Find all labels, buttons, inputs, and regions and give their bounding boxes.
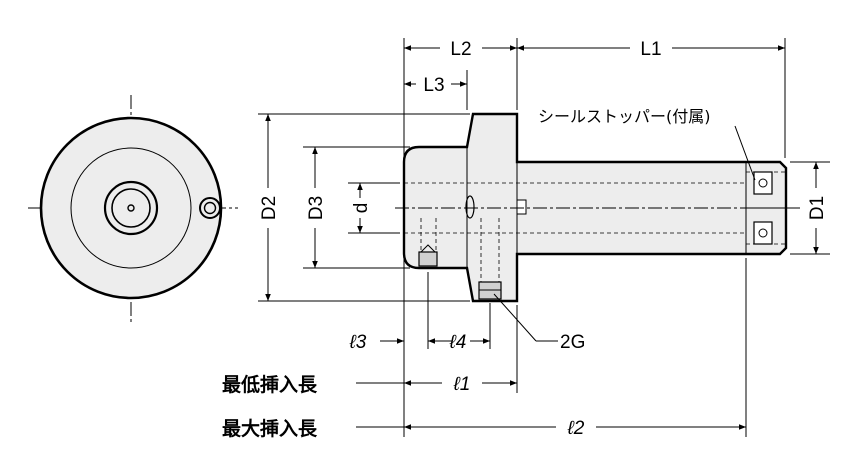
label-l4: ℓ4: [449, 332, 467, 353]
extension-lines: [258, 38, 830, 437]
setscrew1-tip: [420, 244, 436, 253]
label-min-insert: 最低挿入長: [222, 373, 318, 396]
label-l1: L1: [640, 39, 661, 60]
seal-stopper-upper: [753, 171, 773, 195]
label-l3: L3: [423, 75, 444, 96]
end-view-bore-inner: [111, 188, 151, 228]
label-l1-small: ℓ1: [453, 374, 471, 395]
setscrew1: [418, 251, 438, 267]
end-view: [28, 95, 238, 322]
label-l2: L2: [450, 39, 471, 60]
side-key: [516, 199, 527, 215]
note-seal-stopper: シールストッパー(付属): [538, 107, 711, 126]
label-d2: D2: [259, 196, 280, 220]
end-view-middle-circle: [70, 147, 192, 269]
seal-ring-lower: [758, 228, 768, 238]
label-l2-small: ℓ2: [567, 418, 585, 439]
end-view-bore-outer: [103, 180, 159, 236]
side-view-outline: [402, 112, 788, 303]
label-l3-small: ℓ3: [349, 332, 367, 353]
leader-2g: [493, 293, 537, 342]
end-view-center-point: [127, 204, 135, 212]
seal-stopper-lower: [753, 221, 773, 245]
leader-seal-stopper: [734, 125, 756, 181]
seal-ring-upper: [758, 178, 768, 188]
label-d1: D1: [807, 196, 828, 220]
end-view-screw-hole-inner: [203, 201, 217, 215]
label-2g: 2G: [560, 332, 585, 353]
label-d: d: [351, 203, 372, 214]
label-d3: D3: [306, 196, 327, 220]
end-view-screw-hole-outer: [199, 197, 221, 219]
label-max-insert: 最大挿入長: [222, 417, 318, 440]
side-view: [395, 112, 800, 303]
side-screw-hole: [465, 195, 475, 219]
